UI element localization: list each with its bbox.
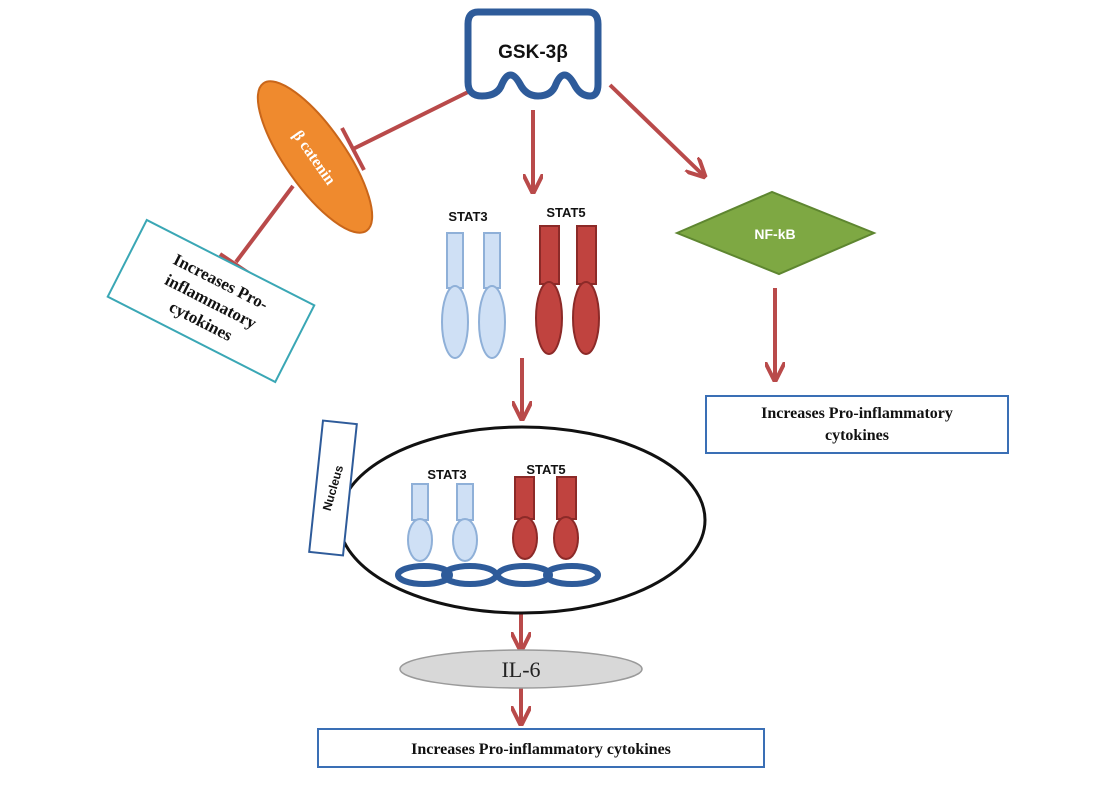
- cytoplasm-stats: STAT3 STAT5: [441, 205, 600, 359]
- beta-catenin-node: β catenin: [256, 80, 374, 234]
- nfkb-label: NF-kB: [754, 226, 795, 242]
- nucleus-tag-frame: [308, 419, 358, 557]
- inhibition-bar-catenin: [340, 127, 366, 171]
- stat5-dimer-nucleus: [512, 476, 579, 560]
- stat5-body: [512, 516, 538, 560]
- il6-ellipse: [399, 649, 643, 689]
- gsk3b-label: GSK-3β: [498, 42, 568, 63]
- stat3-dimer-top: [441, 232, 506, 359]
- nfkb-diamond: [674, 190, 877, 276]
- right-box-frame: [705, 395, 1009, 454]
- stat3-body: [441, 285, 469, 359]
- bottom-cytokines-box: Increases Pro-inflammatory cytokines: [317, 728, 765, 768]
- stat5-top-label: STAT5: [546, 205, 585, 220]
- nucleus-tag: Nucleus: [308, 419, 358, 557]
- stat3-body: [407, 518, 433, 562]
- left-box-frame: [106, 218, 316, 384]
- right-box-line-1: Increases Pro-inflammatory: [761, 405, 953, 422]
- dna-strand: [395, 563, 601, 587]
- stat3-domain: [456, 483, 474, 521]
- stat3-body: [452, 518, 478, 562]
- bottom-box-label: Increases Pro-inflammatory cytokines: [411, 741, 671, 758]
- stat5-body: [572, 281, 600, 355]
- il6-label: IL-6: [501, 657, 540, 682]
- il6-node: IL-6: [399, 649, 643, 689]
- dna-loop: [395, 563, 453, 587]
- left-cytokines-box: Increases Pro- inflammatory cytokines: [106, 218, 316, 384]
- edges: [218, 83, 775, 722]
- stat5-domain: [576, 225, 597, 285]
- bottom-box-frame: [317, 728, 765, 768]
- dna-loop: [495, 563, 553, 587]
- gsk3b-receptor-shape: [464, 8, 602, 100]
- gsk3b-node: GSK-3β: [464, 8, 602, 100]
- beta-catenin-ellipse: [256, 80, 374, 234]
- right-box-line-2: cytokines: [825, 427, 889, 444]
- nucleus: Nucleus STAT3 STAT5: [308, 419, 707, 615]
- stat3-dimer-nucleus: [407, 483, 478, 562]
- stat5-domain: [556, 476, 577, 520]
- right-cytokines-box: Increases Pro-inflammatory cytokines: [705, 395, 1009, 454]
- stat5-body: [553, 516, 579, 560]
- stat3-nucleus-label: STAT3: [427, 467, 466, 482]
- stat3-domain: [411, 483, 429, 521]
- stat5-nucleus-label: STAT5: [526, 462, 565, 477]
- stat5-dimer-top: [535, 225, 600, 355]
- stat5-body: [535, 281, 563, 355]
- stat3-top-label: STAT3: [448, 209, 487, 224]
- stat5-domain: [514, 476, 535, 520]
- edge-gsk-to-nfkb: [608, 83, 703, 175]
- stat3-body: [478, 285, 506, 359]
- dna-loop: [543, 563, 601, 587]
- edge-catenin-inhibits-cytokines: [234, 184, 295, 264]
- stat3-domain: [483, 232, 501, 289]
- nfkb-node: NF-kB: [674, 190, 877, 276]
- edge-gsk-inhibits-catenin: [352, 90, 469, 151]
- stat3-domain: [446, 232, 464, 289]
- stat5-domain: [539, 225, 560, 285]
